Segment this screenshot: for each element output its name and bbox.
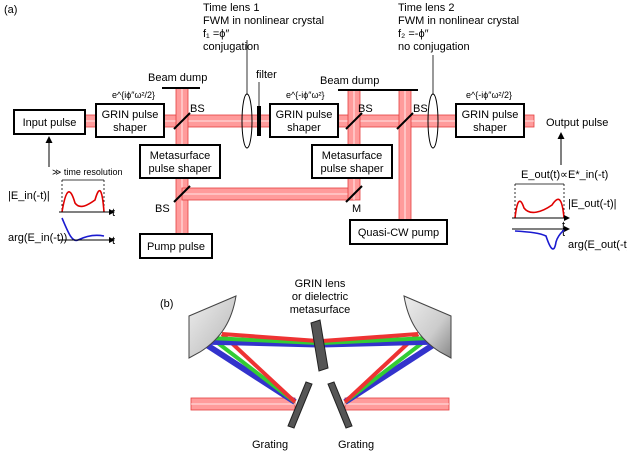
left-grating-label: Grating (252, 439, 288, 451)
meta-shaper-1-line1: Metasurface (150, 150, 211, 162)
beam-splitter-4 (396, 112, 414, 130)
time-lens-2-title: Time lens 2 (398, 2, 454, 14)
ein-phase-curve (61, 217, 105, 242)
beam-dump-2-label: Beam dump (320, 75, 379, 87)
center-element-line3: metasurface (290, 304, 351, 316)
pump-pulse-box (139, 233, 213, 259)
output-pulse-inset: E_out(t)∝E*_in(-t) t |E_out(-t)| t arg(E… (512, 132, 627, 251)
pump-pulse-label: Pump pulse (147, 241, 205, 253)
output-pulse-label: Output pulse (546, 117, 608, 129)
grin-shaper-2 (269, 103, 339, 138)
left-curved-mirror (188, 295, 237, 359)
time-lens-1-focal: f₁ =ϕ″ (203, 28, 229, 40)
metasurface-shaper-1 (139, 144, 221, 179)
filter-element (257, 106, 261, 136)
eout-abs-label: |E_out(-t)| (568, 198, 617, 210)
phase-factor-2: e^{-iϕ″ω²} (286, 90, 325, 100)
beam-splitter-1 (173, 112, 191, 130)
grin-shaper-1-line1: GRIN pulse (102, 109, 159, 121)
center-element-line1: GRIN lens (295, 278, 346, 290)
grin-shaper-1-line2: shaper (113, 122, 147, 134)
meta-shaper-2-line2: pulse shaper (321, 163, 384, 175)
eout-arg-t-axis: t (562, 227, 565, 239)
meta-shaper-1-line2: pulse shaper (149, 163, 212, 175)
metasurface-shaper-2 (311, 144, 393, 179)
phase-factor-1: e^{iϕ″ω²/2} (112, 90, 155, 100)
beam-splitter-2 (173, 185, 191, 203)
right-curved-mirror (403, 295, 452, 359)
ein-amplitude-curve (61, 189, 105, 213)
input-pulse-label: Input pulse (23, 117, 77, 129)
bs-2-label: BS (155, 203, 170, 215)
time-lens-2-focal: f₂ =-ϕ″ (398, 28, 429, 40)
filter-label: filter (256, 69, 277, 81)
grin-shaper-3-line1: GRIN pulse (462, 109, 519, 121)
eout-relation-label: E_out(t)∝E*_in(-t) (521, 169, 608, 181)
grin-shaper-3 (455, 103, 525, 138)
grin-shaper-2-line1: GRIN pulse (276, 109, 333, 121)
eout-phase-curve (514, 229, 565, 250)
phase-factor-3: e^{-iϕ″ω²/2} (466, 90, 512, 100)
eout-arg-label: arg(E_out(-t)) (568, 239, 627, 251)
input-pulse-box (13, 109, 86, 135)
grin-shaper-1 (95, 103, 165, 138)
grin-shaper-2-line2: shaper (287, 122, 321, 134)
input-pulse-inset: ≫ time resolution |E_in(-t)| t arg(E_in(… (8, 136, 122, 247)
beam-splitter-3 (345, 112, 363, 130)
left-spectral-rays (194, 332, 319, 405)
time-lens-1-conj: conjugation (203, 41, 259, 53)
grin-shaper-3-line2: shaper (473, 122, 507, 134)
quasi-cw-pump-box (349, 219, 448, 245)
time-lens-2-process: FWM in nonlinear crystal (398, 15, 519, 27)
panel-a-label: (a) (4, 4, 17, 16)
bs-3-label: BS (358, 103, 373, 115)
meta-shaper-2-line1: Metasurface (322, 150, 383, 162)
ein-abs-label: |E_in(-t)| (8, 190, 50, 202)
right-grating (327, 381, 353, 429)
right-grating-label: Grating (338, 439, 374, 451)
right-spectral-rays (321, 332, 446, 405)
quasi-cw-pump-label: Quasi-CW pump (358, 227, 439, 239)
bs-4-label: BS (413, 103, 428, 115)
time-lens-2-conj: no conjugation (398, 41, 470, 53)
mirror-m-label: M (352, 203, 361, 215)
center-element-line2: or dielectric (292, 291, 349, 303)
grin-lens-metasurface (310, 319, 329, 372)
time-lens-1-title: Time lens 1 (203, 2, 259, 14)
panel-b-label: (b) (160, 298, 173, 310)
eout-amplitude-curve (514, 198, 565, 219)
ein-arg-t-axis: t (112, 235, 115, 247)
time-lens-1-process: FWM in nonlinear crystal (203, 15, 324, 27)
eout-t-axis: t (562, 220, 565, 232)
bs-1-label: BS (190, 103, 205, 115)
ein-arg-label: arg(E_in(-t)) (8, 232, 67, 244)
time-resolution-label: ≫ time resolution (52, 167, 122, 177)
left-grating (287, 381, 313, 429)
ein-t-axis: t (112, 207, 115, 219)
mirror-m (345, 185, 363, 203)
beam-dump-1-label: Beam dump (148, 72, 207, 84)
